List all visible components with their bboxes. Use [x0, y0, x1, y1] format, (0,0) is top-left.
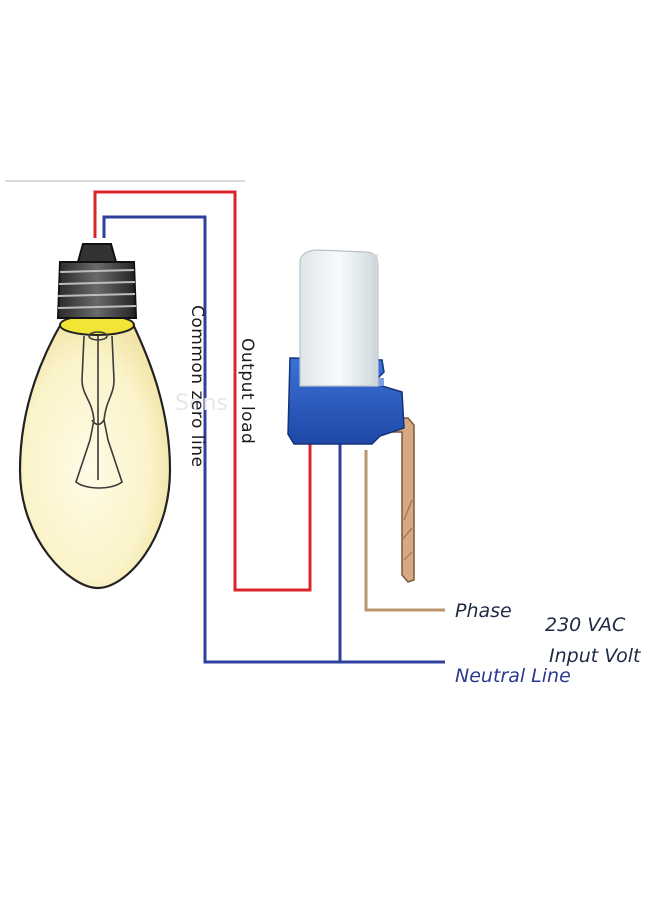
output-load-wire — [93, 190, 312, 592]
output-load-label: Output load — [237, 338, 257, 445]
mounting-bracket — [379, 417, 415, 583]
input-volt-label: Input Volt — [549, 645, 641, 667]
watermark: Sens — [175, 391, 228, 416]
sensor-cap — [299, 249, 379, 387]
voltage-label: 230 VAC — [545, 614, 626, 636]
common-zero-line-label: Common zero line — [187, 305, 207, 468]
common-zero-wire — [102, 215, 445, 664]
bulb-glass — [18, 320, 172, 590]
photocell-switch — [287, 249, 415, 583]
phase-wire — [364, 450, 445, 612]
bulb-tip — [76, 243, 118, 263]
light-bulb — [18, 243, 172, 590]
socket-threads — [57, 269, 137, 309]
phase-label: Phase — [455, 600, 512, 622]
neutral-line-label: Neutral Line — [455, 665, 571, 687]
bulb-filament — [75, 331, 123, 489]
